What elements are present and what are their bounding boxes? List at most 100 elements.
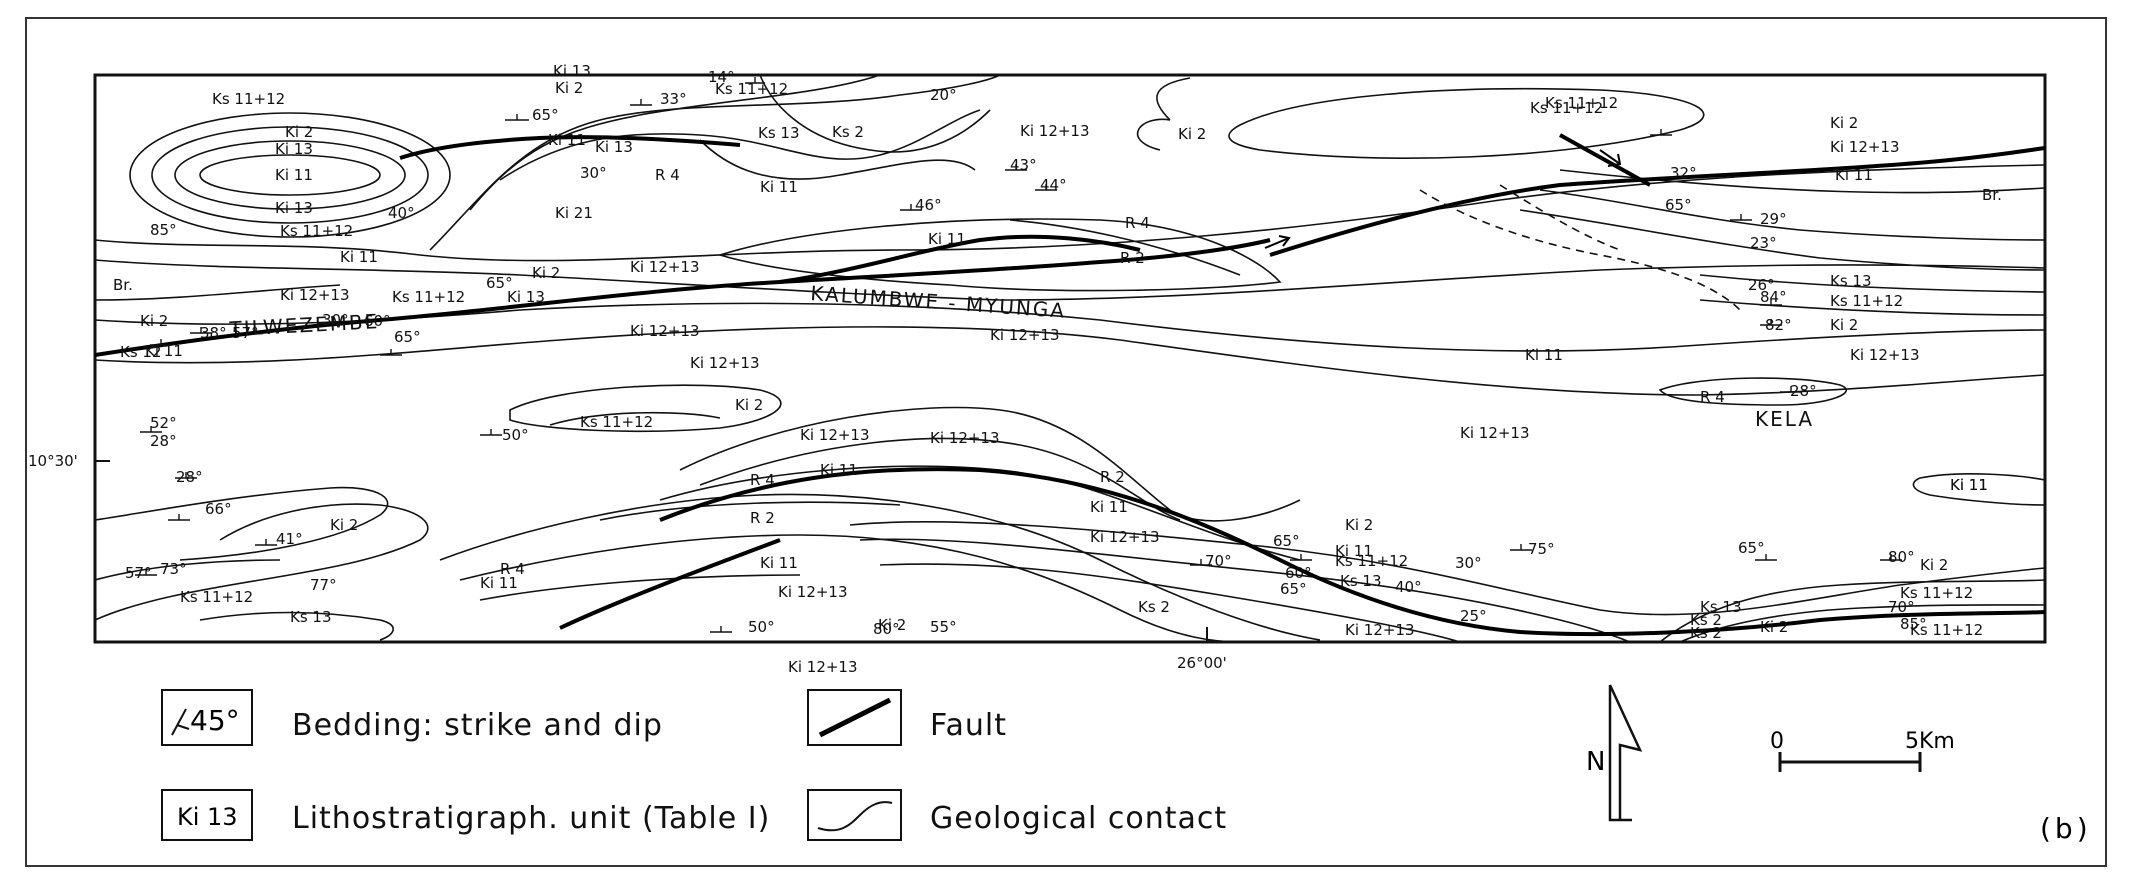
dip-label: 65° [1280,580,1307,598]
unit-label: Ks 11+12 [1830,292,1903,310]
dip-labels: 65°33°14°20°30°40°85°43°44°46°65°30°57°3… [125,68,1927,638]
dip-label: 38° [200,324,227,342]
unit-label: Ki 13 [507,288,545,306]
unit-label: R 4 [1125,214,1150,232]
unit-label: Ki 12+13 [630,258,700,276]
dip-label: 52° [150,414,177,432]
dip-label: 23° [1750,234,1777,252]
unit-label: Ki 13 [553,62,591,80]
unit-label: Ki 12+13 [1020,122,1090,140]
unit-label: Ks 2 [1690,611,1722,629]
legend-fault-label: Fault [930,708,1007,743]
unit-label: Ki 2 [1178,125,1206,143]
unit-label: Ks 12 [120,343,162,361]
dip-label: 77° [310,576,337,594]
dip-label: 65° [1273,532,1300,550]
unit-label: Ki 11 [760,554,798,572]
unit-label: Ki 2 [1830,114,1858,132]
strike-dip-icon [171,708,190,736]
unit-label: R 4 [655,166,680,184]
unit-label: Ki 12+13 [1460,424,1530,442]
unit-label: Ki 2 [1920,556,1948,574]
panel-label: (b) [2040,812,2092,845]
legend-fault: Fault [807,689,1007,746]
unit-label: Ks 11+12 [180,588,253,606]
unit-label: Ks 11+12 [1900,584,1973,602]
unit-label: Ks 11+12 [1335,552,1408,570]
dip-label: 50° [748,618,775,636]
latitude-label: 10°30' [28,452,78,470]
fault-icon [818,697,892,738]
dip-label: 84° [1760,288,1787,306]
unit-label: Ks 11+12 [1910,621,1983,639]
unit-label: Ki 12+13 [280,286,350,304]
unit-label: Ki 11 [1090,498,1128,516]
legend-bedding-symbol: 45° [190,704,240,737]
unit-label: Ki 12+13 [788,658,858,676]
unit-label: Br. [1982,186,2002,204]
strike-dip-symbols [135,77,1902,633]
legend-unit-symbol: Ki 13 [177,803,238,831]
scale-start-label: 0 [1770,729,1784,754]
unit-label: Ki 11 [760,178,798,196]
unit-label: Ks 2 [1138,598,1170,616]
unit-label: Ks 2 [832,123,864,141]
unit-label: Ki 21 [555,204,593,222]
dip-label: 82° [1765,316,1792,334]
dip-label: 33° [660,90,687,108]
geological-contacts [95,75,2045,642]
legend-contact-label: Geological contact [930,801,1227,836]
dip-label: 20° [930,86,957,104]
unit-label: Ki 11 [1335,542,1373,560]
unit-label: Ki 12+13 [1850,346,1920,364]
unit-label: Ki 13 [275,199,313,217]
dip-label: 70° [1205,552,1232,570]
dip-label: 32° [1670,164,1697,182]
dip-label: 57° [232,324,259,342]
longitude-label: 26°00' [1177,654,1227,672]
unit-label: Ki 12+13 [690,354,760,372]
unit-label: Ki 2 [555,79,583,97]
unit-label: R 4 [750,471,775,489]
place-name-kela: KELA [1755,407,1814,431]
legend-bedding: 45° Bedding: strike and dip [161,689,662,746]
inferred-contacts [1419,184,1741,311]
unit-label: Ki 12+13 [1090,528,1160,546]
dip-label: 30° [322,311,349,329]
unit-label: R 2 [750,509,775,527]
unit-label: Ki 2 [532,264,560,282]
dip-label: 65° [486,274,513,292]
dip-label: 28° [1790,382,1817,400]
unit-label: Ks 11+12 [212,90,285,108]
unit-label: Ki 12+13 [1830,138,1900,156]
legend-unit-label: Lithostratigraph. unit (Table I) [292,801,770,836]
unit-label: Ks 13 [290,608,332,626]
unit-label: Br. [113,276,133,294]
contact-icon [817,801,893,832]
unit-label: Ki 2 [1830,316,1858,334]
unit-label: R 2 [1120,249,1145,267]
unit-label: Ki 12+13 [630,322,700,340]
unit-label: R 2 [1100,468,1125,486]
unit-label: Ki 11 [1835,166,1873,184]
unit-label: Ki 12+13 [930,429,1000,447]
unit-label: Ki 13 [275,140,313,158]
dip-label: 40° [1395,578,1422,596]
legend-contact: Geological contact [807,789,1227,841]
unit-label: Ki 11 [480,574,518,592]
unit-label: Ks 13 [1830,272,1872,290]
figure-border [25,17,2107,867]
scale-end-label: 5Km [1905,729,1955,754]
dip-label: 43° [1010,156,1037,174]
dip-label: 50° [502,426,529,444]
unit-label: Ki 11 [1525,346,1563,364]
dip-label: 60° [1285,564,1312,582]
dip-label: 70° [1888,598,1915,616]
north-label: N [1586,747,1605,777]
dip-label: 44° [1040,176,1067,194]
unit-label: Ki 11 [1950,476,1988,494]
unit-label: R 4 [500,560,525,578]
dip-label: 28° [176,468,203,486]
